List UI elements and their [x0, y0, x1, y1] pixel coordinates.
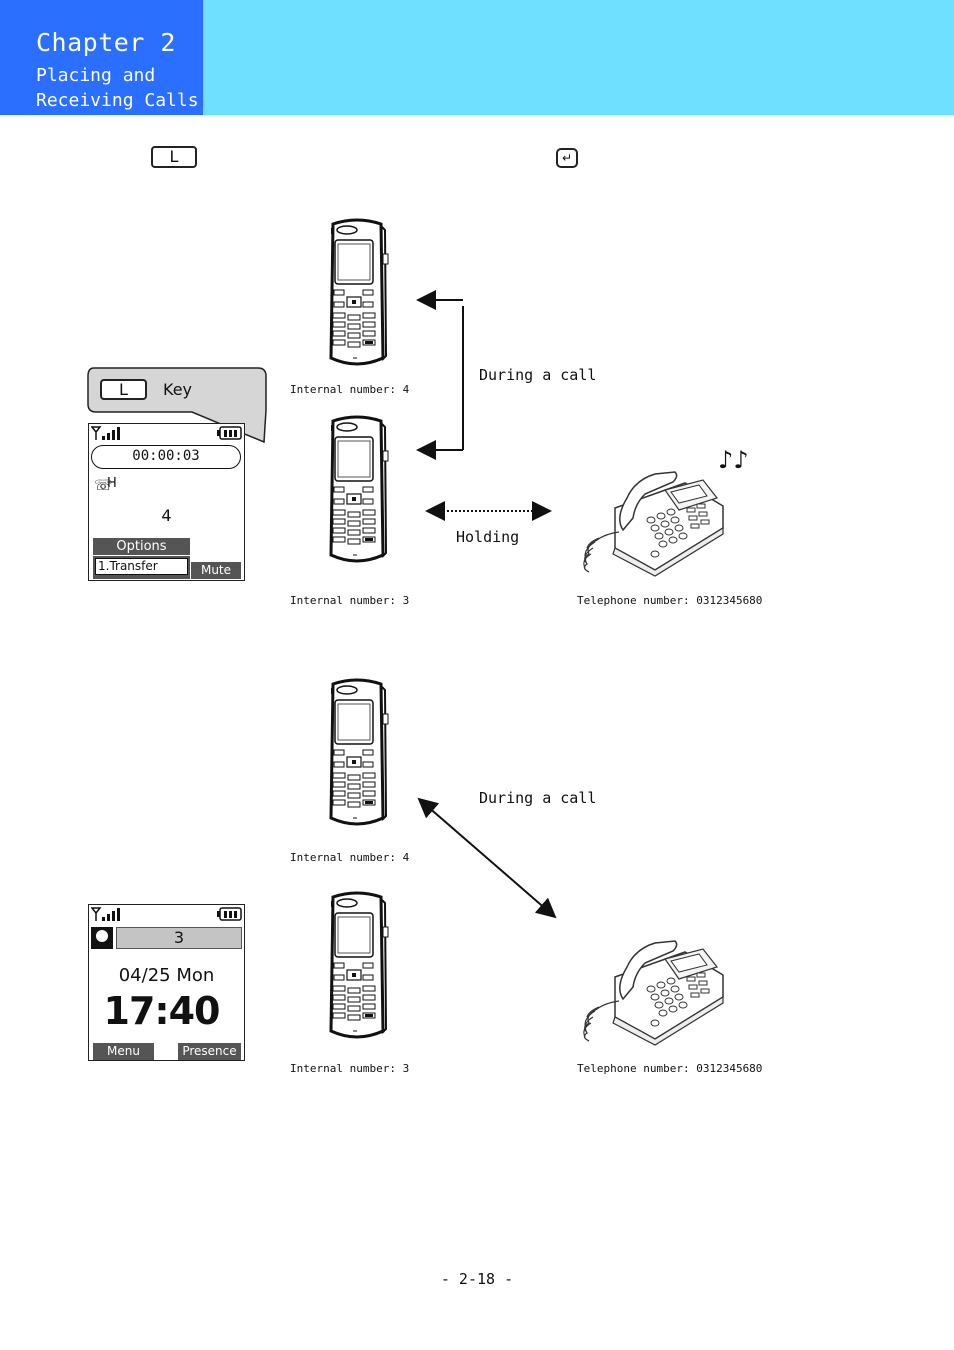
presence-softkey[interactable]: Presence — [178, 1043, 241, 1060]
battery-icon — [217, 907, 242, 921]
call-number: 4 — [161, 506, 172, 525]
mute-softkey[interactable]: Mute — [191, 562, 241, 579]
menu-softkey[interactable]: Menu — [93, 1043, 154, 1060]
call-screen: 00:00:03 ☏ H 4 Options 1.Transfer Mute — [88, 423, 245, 581]
top-handset-ext4-label: Internal number: 4 — [290, 383, 410, 396]
bottom-call-arrow — [417, 797, 557, 919]
presence-icon — [91, 927, 113, 949]
bottom-desk-phone-label: Telephone number: 0312345680 — [577, 1062, 763, 1075]
holding-label: Holding — [456, 528, 520, 546]
options-menu-title: Options — [93, 538, 190, 555]
handset-ext4-image — [325, 678, 389, 828]
bottom-handset-ext4-label: Internal number: 4 — [290, 851, 410, 864]
l-key-icon: L — [151, 146, 197, 168]
chapter-subtitle-line1: Placing and — [36, 65, 156, 86]
page-number: - 2-18 - — [440, 1270, 514, 1288]
idle-time: 17:40 — [103, 989, 221, 1033]
top-during-call-label: During a call — [479, 366, 597, 384]
idle-date: 04/25 Mon — [118, 965, 215, 986]
callout-l-key-icon: L — [100, 379, 147, 400]
desk-phone-image — [575, 937, 725, 1047]
call-timer: 00:00:03 — [91, 445, 241, 469]
top-call-arrows — [416, 290, 552, 521]
desk-phone-image — [575, 468, 725, 578]
battery-icon — [217, 426, 242, 440]
extension-number: 3 — [116, 927, 242, 949]
top-handset-ext3-label: Internal number: 3 — [290, 594, 410, 607]
bottom-during-call-label: During a call — [479, 789, 597, 807]
chapter-title: Chapter 2 — [36, 28, 176, 57]
callout-text: Key — [163, 380, 193, 399]
options-menu: 1.Transfer — [93, 556, 190, 579]
signal-icon — [91, 426, 120, 440]
signal-icon — [91, 907, 120, 921]
chapter-subtitle: Placing and Receiving Calls — [36, 63, 199, 113]
handset-ext3-image — [325, 415, 389, 565]
chapter-block — [0, 0, 203, 115]
top-desk-phone-label: Telephone number: 0312345680 — [577, 594, 763, 607]
enter-key-icon: ↵ — [556, 148, 578, 168]
handset-ext4-image — [325, 218, 389, 368]
handset-ext3-image — [325, 891, 389, 1041]
bottom-handset-ext3-label: Internal number: 3 — [290, 1062, 410, 1075]
idle-screen: 3 04/25 Mon 17:40 Menu Presence — [88, 904, 245, 1061]
menu-item-transfer[interactable]: 1.Transfer — [95, 558, 188, 575]
handset-status-icon: ☏ — [94, 476, 113, 494]
hold-status: H — [107, 476, 117, 491]
chapter-subtitle-line2: Receiving Calls — [36, 90, 199, 111]
music-note-icon: ♪♪ — [718, 446, 749, 474]
